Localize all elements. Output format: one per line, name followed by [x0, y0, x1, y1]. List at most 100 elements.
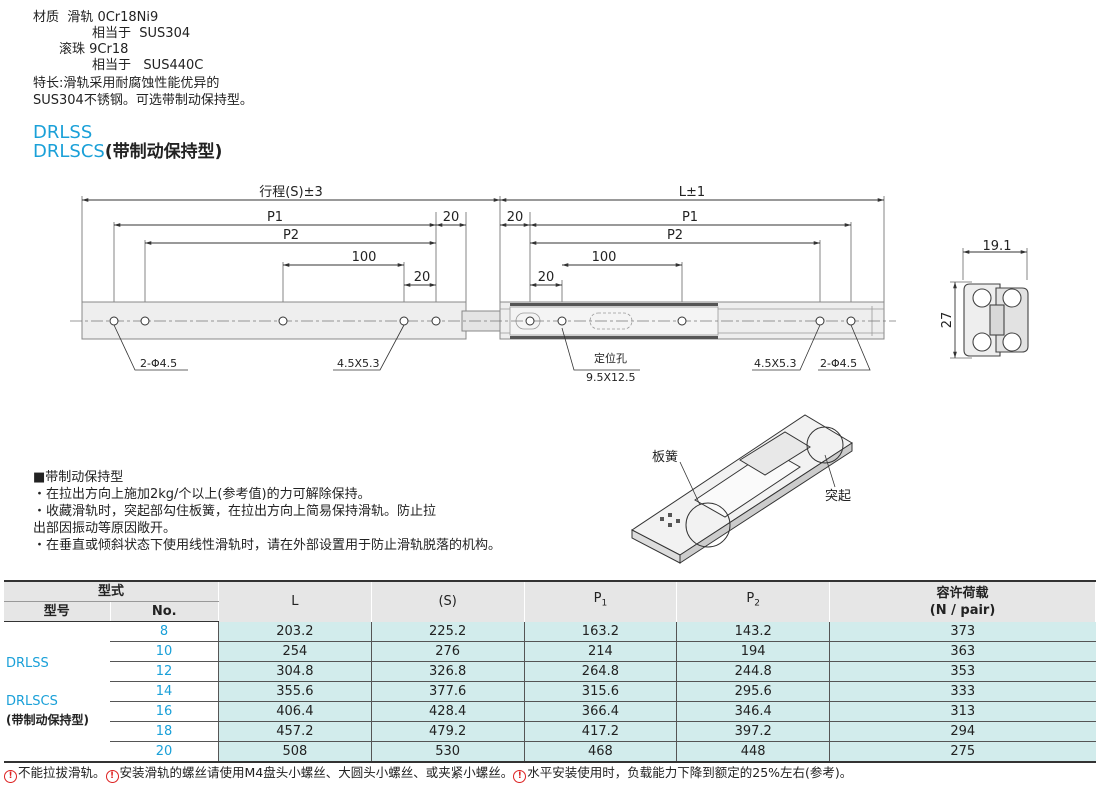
row-no: 20: [110, 741, 219, 763]
cell-P1: 366.4: [523, 701, 677, 722]
col-header-load: 容许荷载(N / pair): [829, 580, 1096, 622]
hole-right-label: 2-Φ4.5: [820, 357, 857, 370]
cell-P2: 448: [676, 741, 830, 763]
cell-S: 530: [370, 741, 525, 763]
cell-P1: 214: [523, 641, 677, 662]
ball-equiv-label: 相当于: [92, 58, 132, 73]
table-row: 10 254 276 214 194 363: [4, 641, 1096, 662]
feature-line-1: 特长:滑轨采用耐腐蚀性能优异的: [33, 76, 220, 91]
brake-notes-title: ■带制动保持型: [33, 470, 124, 485]
row-no: 14: [110, 681, 219, 702]
model-b-note: (带制动保持型): [6, 712, 89, 727]
dim-20-right-a: 20: [507, 210, 524, 225]
warning-icon: !: [105, 770, 119, 783]
cell-P1: 264.8: [523, 661, 677, 682]
title-line-2: DRLSCS(带制动保持型): [33, 142, 222, 162]
p1-left-label: P1: [267, 210, 283, 225]
table-row: 12 304.8 326.8 264.8 244.8 353: [4, 661, 1096, 682]
warning-icon: !: [4, 770, 17, 783]
bump-label: 突起: [825, 488, 851, 504]
cell-P1: 468: [523, 741, 677, 763]
model-b: DRLSCS: [6, 693, 58, 709]
dim-100-left: 100: [352, 250, 377, 265]
title-suffix: (带制动保持型): [104, 142, 223, 162]
material-line-1: 材质 滑轨 0Cr18Ni9: [33, 10, 158, 26]
dim-20-left-a: 20: [443, 210, 460, 225]
ball-value: 9Cr18: [89, 42, 129, 57]
cross-section: [963, 283, 1029, 357]
rail-technical-drawing: 行程(S)±3 L±1 P1 20 20 P1 P2 P2 100 100 20…: [70, 185, 1029, 384]
spec-table: 型式 L (S) P1 P2 容许荷载(N / pair) 型号 No. DRL…: [4, 580, 1096, 763]
cell-L: 304.8: [218, 661, 372, 682]
title-model-2: DRLSCS: [33, 141, 105, 162]
slot-right-label: 4.5X5.3: [754, 357, 797, 370]
cell-S: 326.8: [370, 661, 525, 682]
row-no: 8: [110, 621, 219, 642]
title-model-1: DRLSS: [33, 122, 93, 143]
ball-label: 滚珠: [59, 42, 86, 57]
col-header-L: L: [218, 580, 372, 622]
no-header: No.: [110, 601, 219, 622]
dim-20-left-b: 20: [414, 270, 431, 285]
cell-P2: 397.2: [676, 721, 830, 742]
cell-S: 428.4: [370, 701, 525, 722]
cell-P1: 163.2: [523, 621, 677, 642]
model-cell: DRLSS DRLSCS (带制动保持型): [4, 621, 110, 763]
locate-hole-label: 定位孔: [594, 351, 627, 365]
stroke-dim-label: 行程(S)±3: [259, 185, 323, 200]
feature-line-2: SUS304不锈钢。可选带制动保持型。: [33, 93, 253, 108]
footnote-3: 水平安装使用时，负载能力下降到额定的25%左右(参考)。: [527, 765, 853, 780]
col-header-P1: P1: [524, 580, 678, 622]
row-no: 12: [110, 661, 219, 682]
hole-left-label: 2-Φ4.5: [140, 357, 177, 370]
cell-P2: 346.4: [676, 701, 830, 722]
row-no: 10: [110, 641, 219, 662]
cell-P2: 143.2: [676, 621, 830, 642]
slot-left-label: 4.5X5.3: [337, 357, 380, 370]
table-row: 20 508 530 468 448 275: [4, 741, 1096, 763]
cell-load: 333: [829, 681, 1096, 702]
p2-right-label: P2: [667, 228, 683, 243]
cell-load: 363: [829, 641, 1096, 662]
cell-P2: 295.6: [676, 681, 830, 702]
col-header-S: (S): [371, 580, 525, 622]
cell-load: 294: [829, 721, 1096, 742]
material-line-2: 相当于 SUS304: [92, 26, 190, 42]
cell-L: 457.2: [218, 721, 372, 742]
ball-equiv-value: SUS440C: [143, 58, 204, 73]
brake-note-1: ・在拉出方向上施加2kg/个以上(参考值)的力可解除保持。: [33, 487, 371, 502]
cell-load: 313: [829, 701, 1096, 722]
table-row: DRLSS DRLSCS (带制动保持型) 8 203.2 225.2 163.…: [4, 621, 1096, 763]
dim-27-label: 27: [940, 312, 955, 329]
cell-L: 203.2: [218, 621, 372, 642]
material-line-3: 滚珠 9Cr18: [59, 42, 128, 58]
p2-left-label: P2: [283, 228, 299, 243]
locate-hole-size: 9.5X12.5: [586, 371, 636, 384]
length-dim-label: L±1: [679, 185, 705, 200]
spring-label: 板簧: [652, 449, 678, 465]
cell-S: 276: [370, 641, 525, 662]
p1-right-label: P1: [682, 210, 698, 225]
brake-note-3: 出部因振动等原因敞开。: [33, 521, 177, 536]
cell-load: 275: [829, 741, 1096, 763]
cell-S: 225.2: [370, 621, 525, 642]
cell-load: 373: [829, 621, 1096, 642]
cell-L: 406.4: [218, 701, 372, 722]
material-label: 材质: [33, 10, 60, 25]
table-row: 14 355.6 377.6 315.6 295.6 333: [4, 681, 1096, 702]
cell-P1: 417.2: [523, 721, 677, 742]
rail-equiv-label: 相当于: [92, 26, 132, 41]
rail-label: 滑轨: [67, 10, 94, 25]
rail-equiv-value: SUS304: [139, 26, 191, 41]
table-row: 16 406.4 428.4 366.4 346.4 313: [4, 701, 1096, 722]
col-header-P2: P2: [676, 580, 831, 622]
model-a: DRLSS: [6, 655, 49, 671]
warning-icon: !: [513, 770, 527, 783]
cell-load: 353: [829, 661, 1096, 682]
dim-100-right: 100: [592, 250, 617, 265]
cell-L: 508: [218, 741, 372, 763]
cell-L: 254: [218, 641, 372, 662]
dim-19-1-label: 19.1: [983, 239, 1012, 254]
cell-L: 355.6: [218, 681, 372, 702]
material-line-4: 相当于 SUS440C: [92, 58, 203, 74]
